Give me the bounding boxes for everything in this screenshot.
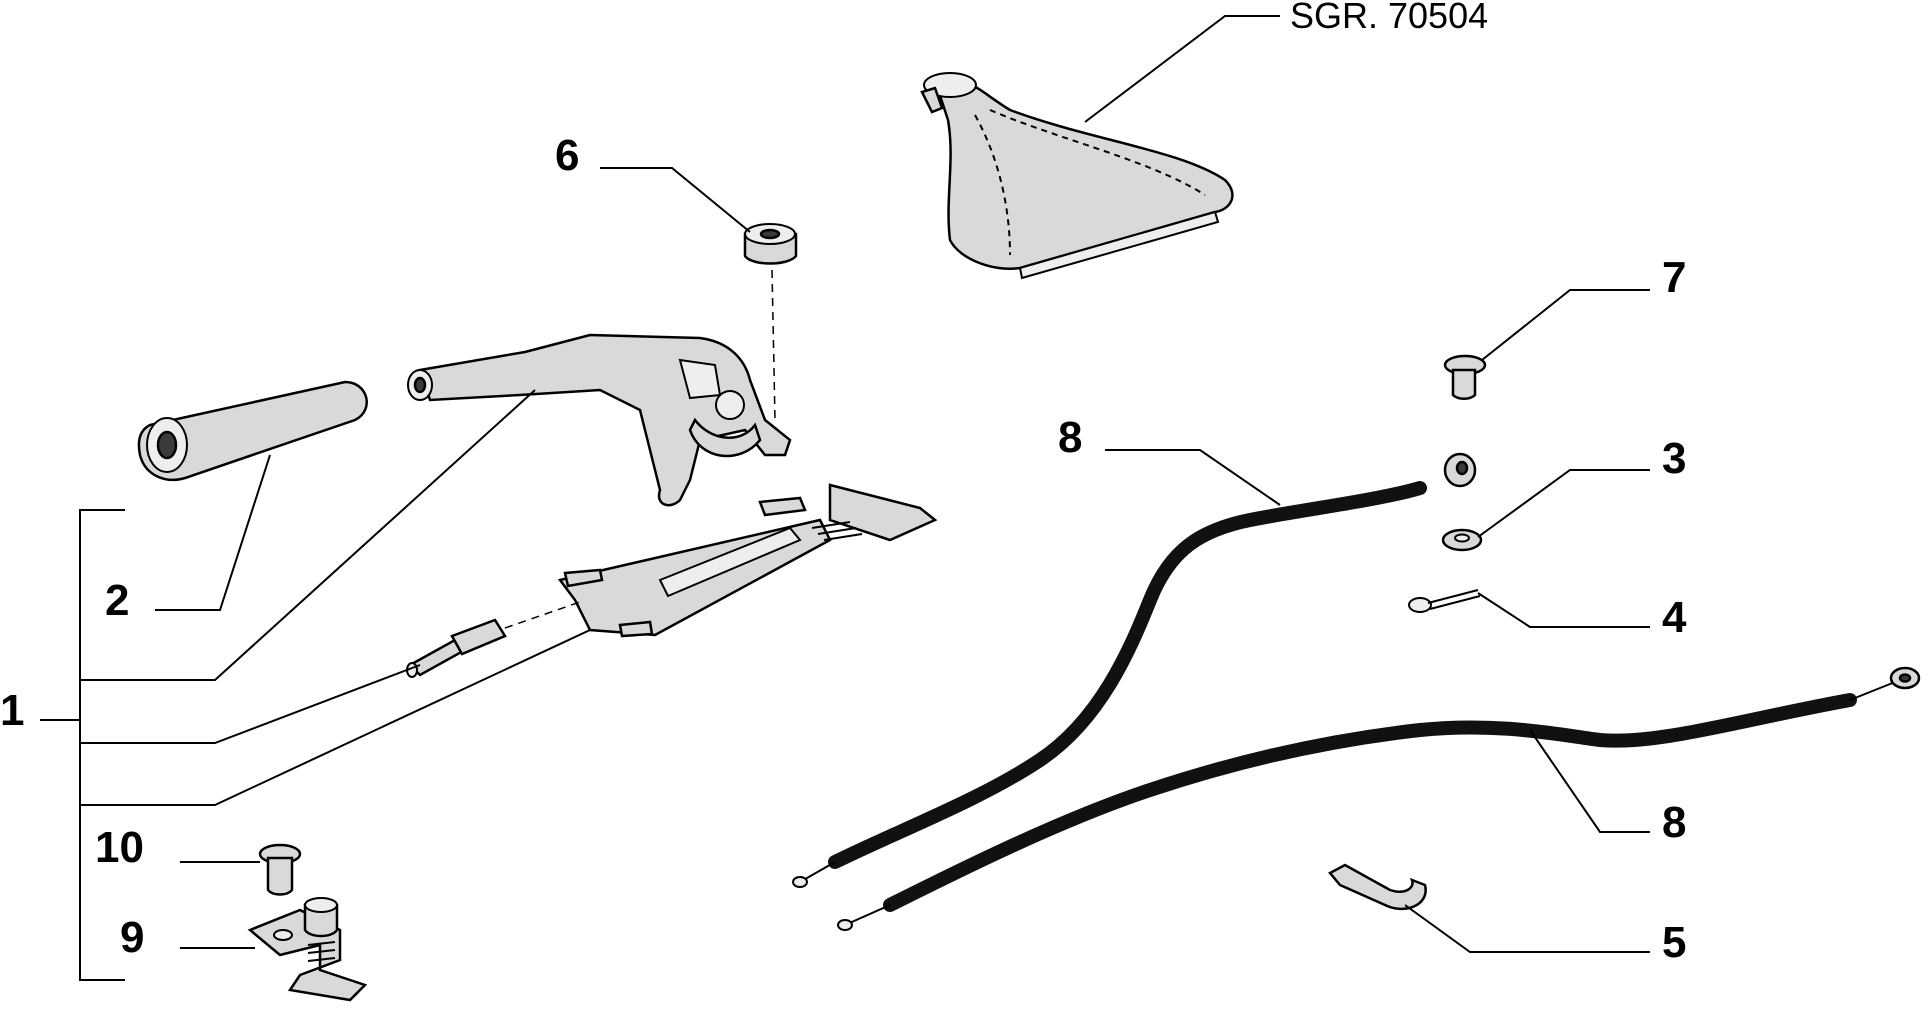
part-2-grip [137,380,368,481]
callout-4-leader [1477,592,1650,628]
handbrake-lever [407,333,792,507]
callout-1: 1 [0,686,24,735]
part-5-clip [1328,863,1427,911]
callout-3: 3 [1662,434,1686,483]
callout-4: 4 [1662,593,1687,642]
group-bracket-1 [79,509,125,981]
callout-2-leader [155,454,271,611]
lever-boot [920,72,1234,280]
callout-6: 6 [555,131,579,180]
callout-6-leader [600,167,751,233]
part-4-split-pin [1408,589,1481,613]
reference-leader [1084,15,1280,123]
part-6-nut [743,223,798,421]
callout-3-leader [1477,469,1650,538]
cable-upper [792,452,1477,888]
part-3-washer [1441,528,1483,552]
callout-7-leader [1481,289,1650,361]
callout-2: 2 [105,576,129,625]
callout-5-leader [1404,904,1650,953]
callout-8-upper: 8 [1058,413,1082,462]
callout-10: 10 [95,823,144,872]
callout-7: 7 [1662,253,1686,302]
callout-9: 9 [120,913,144,962]
cable-lower [837,666,1921,931]
callout-8b-leader [1529,729,1650,833]
callout-5: 5 [1662,918,1686,967]
release-rod [406,601,581,678]
callout-8-lower: 8 [1662,798,1686,847]
ratchet-plate [557,483,938,638]
leader-lever-to-bracket [80,389,536,681]
part-7-bolt [1443,354,1487,400]
leader-plate-to-bracket [80,629,591,806]
reference-label: SGR. 70504 [1290,0,1488,36]
leader-rod-to-bracket [80,664,421,744]
callout-8a-leader [1105,449,1281,506]
part-10-bolt [258,843,302,896]
part-9-bracket [247,897,368,1002]
